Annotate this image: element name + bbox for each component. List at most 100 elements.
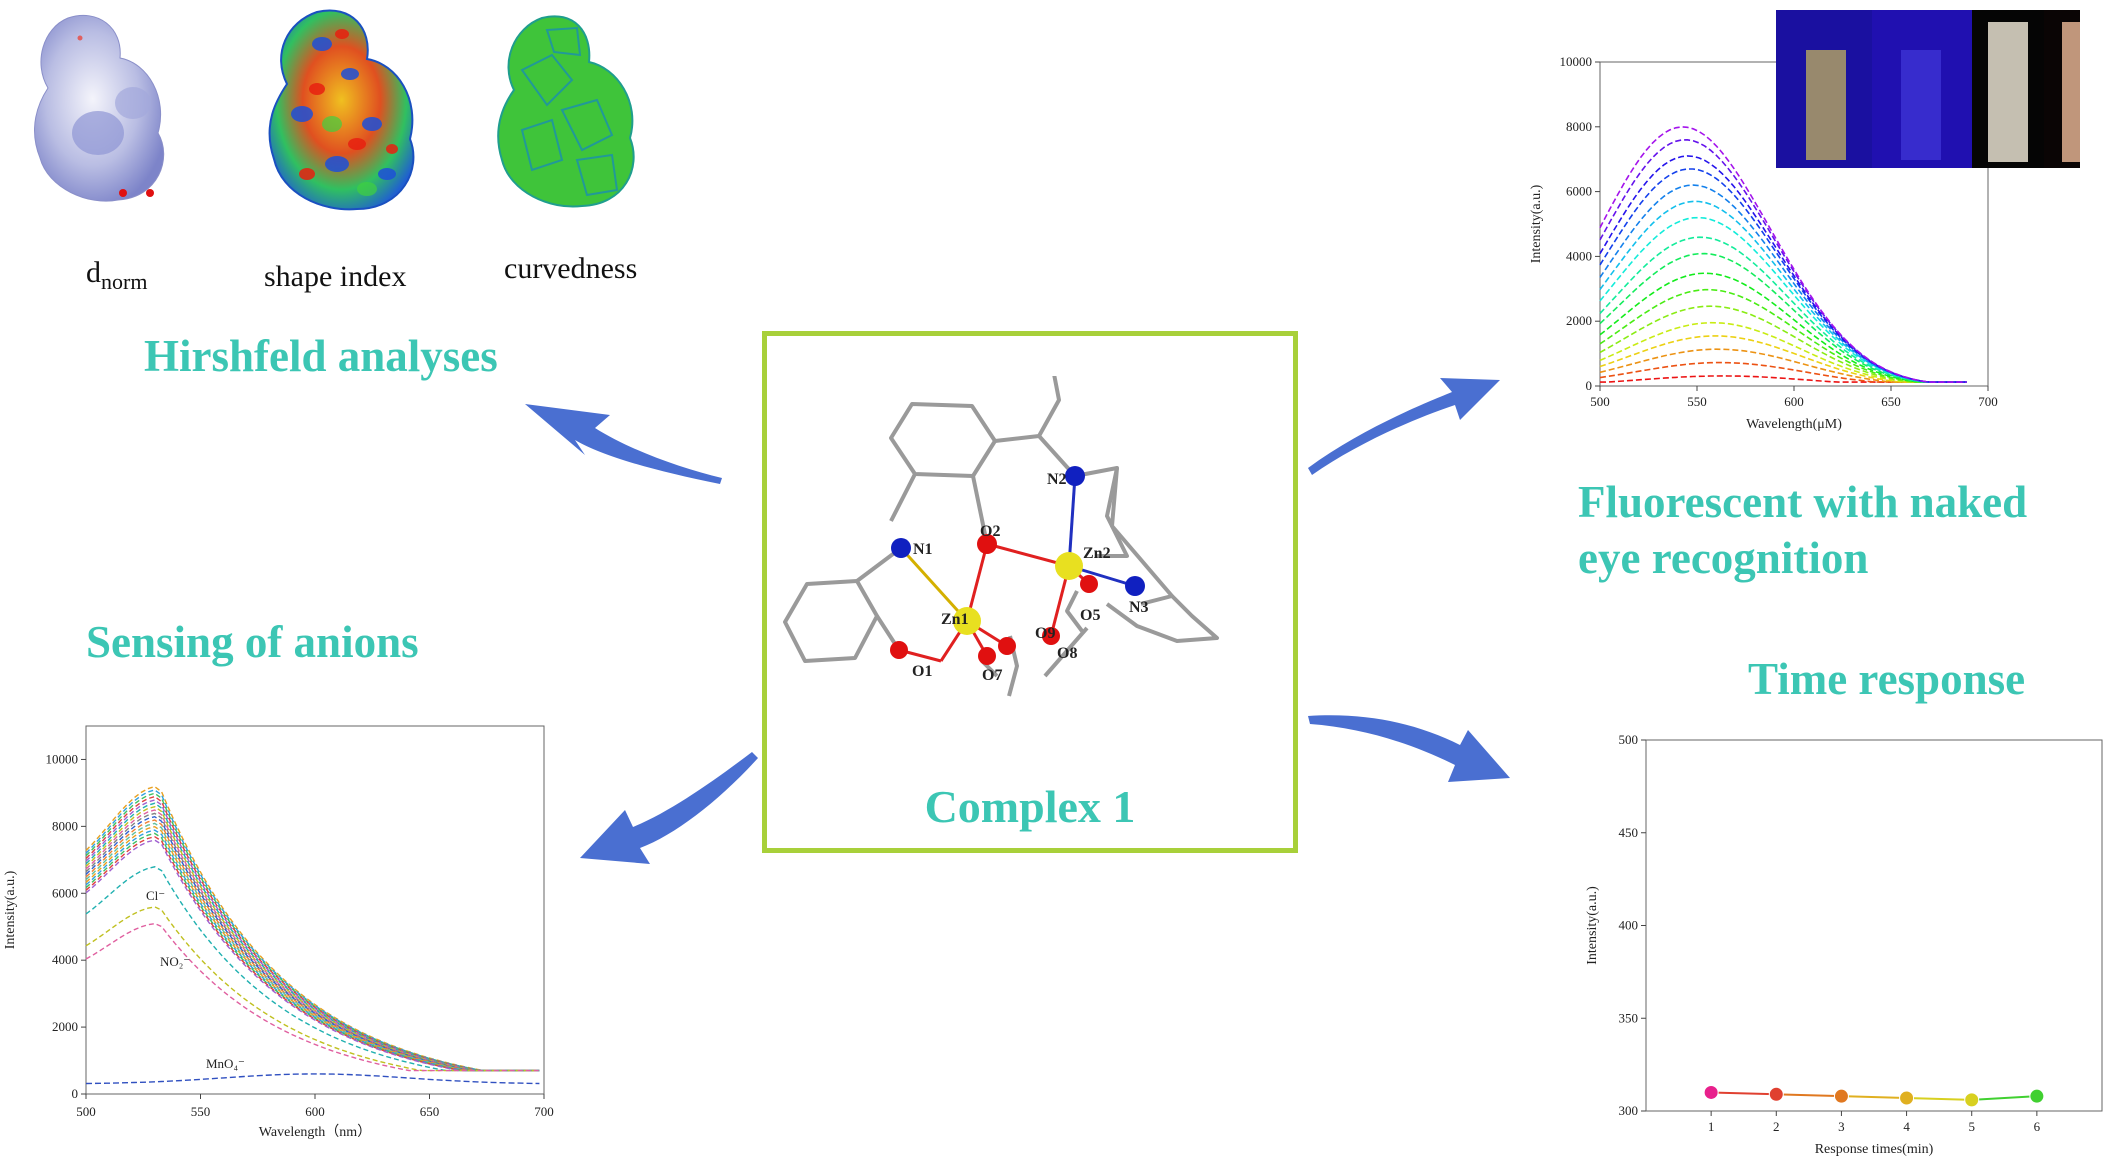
heading-hirshfeld: Hirshfeld analyses	[144, 331, 498, 381]
label-O7: O7	[982, 667, 1002, 684]
time-data-point	[2029, 1088, 2045, 1104]
sens-series-curve	[85, 822, 540, 1072]
atom-O8	[1042, 627, 1060, 645]
caption-dnorm-sub: norm	[101, 269, 148, 294]
sens-series-curve	[85, 799, 540, 1072]
time-x-tick-label: 4	[1903, 1119, 1910, 1134]
hirshfeld-dnorm-surface	[28, 8, 178, 208]
sens-series-curve	[85, 825, 540, 1072]
time-y-tick-label: 450	[1619, 825, 1639, 840]
fl-x-tick-label: 650	[1881, 394, 1901, 409]
atom-O5	[1080, 575, 1098, 593]
time-y-tick-label: 300	[1619, 1103, 1639, 1118]
sens-series-curve	[85, 795, 540, 1072]
caption-dnorm-main: d	[86, 256, 101, 289]
fl-y-tick-label: 4000	[1566, 248, 1592, 263]
cuvette-3	[1988, 22, 2028, 162]
arrow-to-sensing	[580, 752, 758, 864]
sens-x-tick-label: 600	[305, 1104, 325, 1119]
fl-x-tick-label: 550	[1687, 394, 1707, 409]
label-N2: N2	[1047, 471, 1067, 488]
label-N3: N3	[1129, 599, 1149, 616]
complex-box: N1 N2 N3 O1 O2 O5 O7 O8 O9 Zn1 Zn2 Compl…	[762, 331, 1298, 853]
fl-series-curve	[1599, 305, 1967, 383]
fl-series-curve	[1599, 252, 1967, 383]
atom-N3	[1125, 576, 1145, 596]
sens-y-tick-label: 10000	[46, 751, 79, 766]
fl-x-tick-label: 500	[1590, 394, 1610, 409]
sens-series-curve	[85, 866, 540, 1072]
fl-series-curve	[1599, 138, 1967, 383]
time-series-segment	[1841, 1095, 1907, 1100]
sens-annotation-cl: Cl⁻	[146, 888, 165, 903]
sens-series-curve	[85, 792, 540, 1072]
fl-y-tick-label: 8000	[1566, 119, 1592, 134]
cuvette-photo-inset	[1776, 10, 2080, 168]
time-y-tick-label: 350	[1619, 1010, 1639, 1025]
sens-series-curve	[85, 815, 540, 1072]
fl-series-curve	[1599, 126, 1967, 383]
time-x-tick-label: 5	[1968, 1119, 1975, 1134]
complex-label: Complex 1	[924, 781, 1136, 832]
sens-series-curve	[85, 819, 540, 1072]
time-x-tick-label: 1	[1708, 1119, 1715, 1134]
atom-O9	[998, 637, 1016, 655]
fl-series-curve	[1599, 348, 1967, 383]
fl-y-tick-label: 6000	[1566, 184, 1592, 199]
sens-series-curve	[85, 829, 540, 1072]
sens-annotation-no2: NO₂⁻	[160, 954, 190, 969]
sens-series-curve	[85, 785, 540, 1072]
label-Zn1: Zn1	[941, 611, 969, 628]
label-O1: O1	[912, 663, 932, 680]
time-x-axis-label: Response times(min)	[1815, 1142, 1934, 1157]
sens-x-tick-label: 500	[76, 1104, 96, 1119]
time-series-segment	[1711, 1091, 1777, 1096]
time-series-segment	[1776, 1093, 1842, 1098]
label-O2: O2	[980, 523, 1000, 540]
sens-series-curve	[85, 812, 540, 1072]
time-data-point	[1833, 1088, 1849, 1104]
arrow-to-hirshfeld	[525, 404, 722, 484]
fl-y-axis-label: Intensity(a.u.)	[1529, 184, 1544, 263]
heading-time: Time response	[1748, 654, 2026, 704]
fl-x-tick-label: 600	[1784, 394, 1804, 409]
sens-y-tick-label: 6000	[52, 885, 78, 900]
sens-y-tick-label: 8000	[52, 818, 78, 833]
fl-y-tick-label: 10000	[1560, 54, 1593, 69]
time-x-tick-label: 6	[2034, 1119, 2041, 1134]
label-O8: O8	[1057, 645, 1077, 662]
atom-N1	[891, 538, 911, 558]
arrow-to-time	[1308, 715, 1510, 782]
sens-series-curve	[85, 839, 540, 1072]
time-plot-frame	[1645, 739, 2103, 1112]
label-Zn2: Zn2	[1083, 545, 1111, 562]
atom-O2	[977, 534, 997, 554]
time-y-axis-label: Intensity(a.u.)	[1585, 886, 1600, 965]
time-data-point	[1703, 1084, 1719, 1100]
cuvette-1	[1806, 50, 1846, 160]
fl-y-tick-label: 2000	[1566, 313, 1592, 328]
time-series-segment	[1906, 1097, 1972, 1101]
sens-series-curve	[85, 922, 540, 1072]
fl-series-curve	[1599, 335, 1967, 383]
atom-Zn2	[1055, 552, 1083, 580]
atom-Zn1	[953, 607, 981, 635]
atom-O1	[890, 641, 908, 659]
fl-x-axis-label: Wavelength(μM)	[1746, 417, 1842, 432]
fl-series-curve	[1599, 184, 1967, 383]
sens-y-tick-label: 0	[72, 1086, 79, 1101]
fl-series-curve	[1599, 200, 1967, 383]
hirshfeld-curvedness-surface	[492, 10, 642, 210]
fl-series-curve	[1599, 321, 1967, 383]
sens-x-tick-label: 700	[534, 1104, 554, 1119]
sens-series-curve	[85, 906, 540, 1072]
time-x-tick-label: 3	[1838, 1119, 1845, 1134]
atom-N2	[1065, 466, 1085, 486]
fl-series-curve	[1600, 375, 1967, 383]
